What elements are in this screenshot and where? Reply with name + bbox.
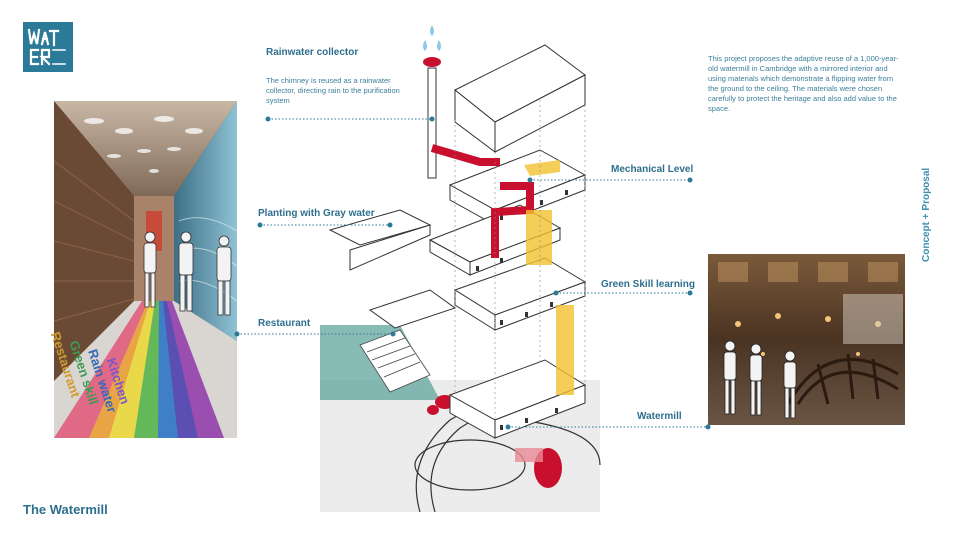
callout-mechanical-title: Mechanical Level [611,164,694,175]
callout-restaurant-title: Restaurant [258,318,311,329]
callout-rainwater-desc: The chimney is reused as a rainwater col… [266,76,400,105]
vertical-guides [454,100,586,420]
water-logo-mark [25,24,71,70]
water-logo [23,22,73,72]
callout-green-skill-title: Green Skill learning [601,279,695,290]
callout-planting-title: Planting with Gray water [258,208,375,219]
green-skill-volume [524,160,574,395]
callout-dots [234,116,711,430]
corridor-photo [54,101,237,438]
chimney [427,67,437,179]
page-title: The Watermill [23,502,108,517]
project-description: This project proposes the adaptive reuse… [708,54,899,113]
callout-connectors [237,118,708,428]
callout-watermill-title: Watermill [637,411,682,422]
callout-rainwater-title: Rainwater collector [266,47,359,58]
watermill-interior-photo [708,254,905,425]
rain-drops-icon [423,25,441,51]
restaurant-staircase [359,329,431,393]
